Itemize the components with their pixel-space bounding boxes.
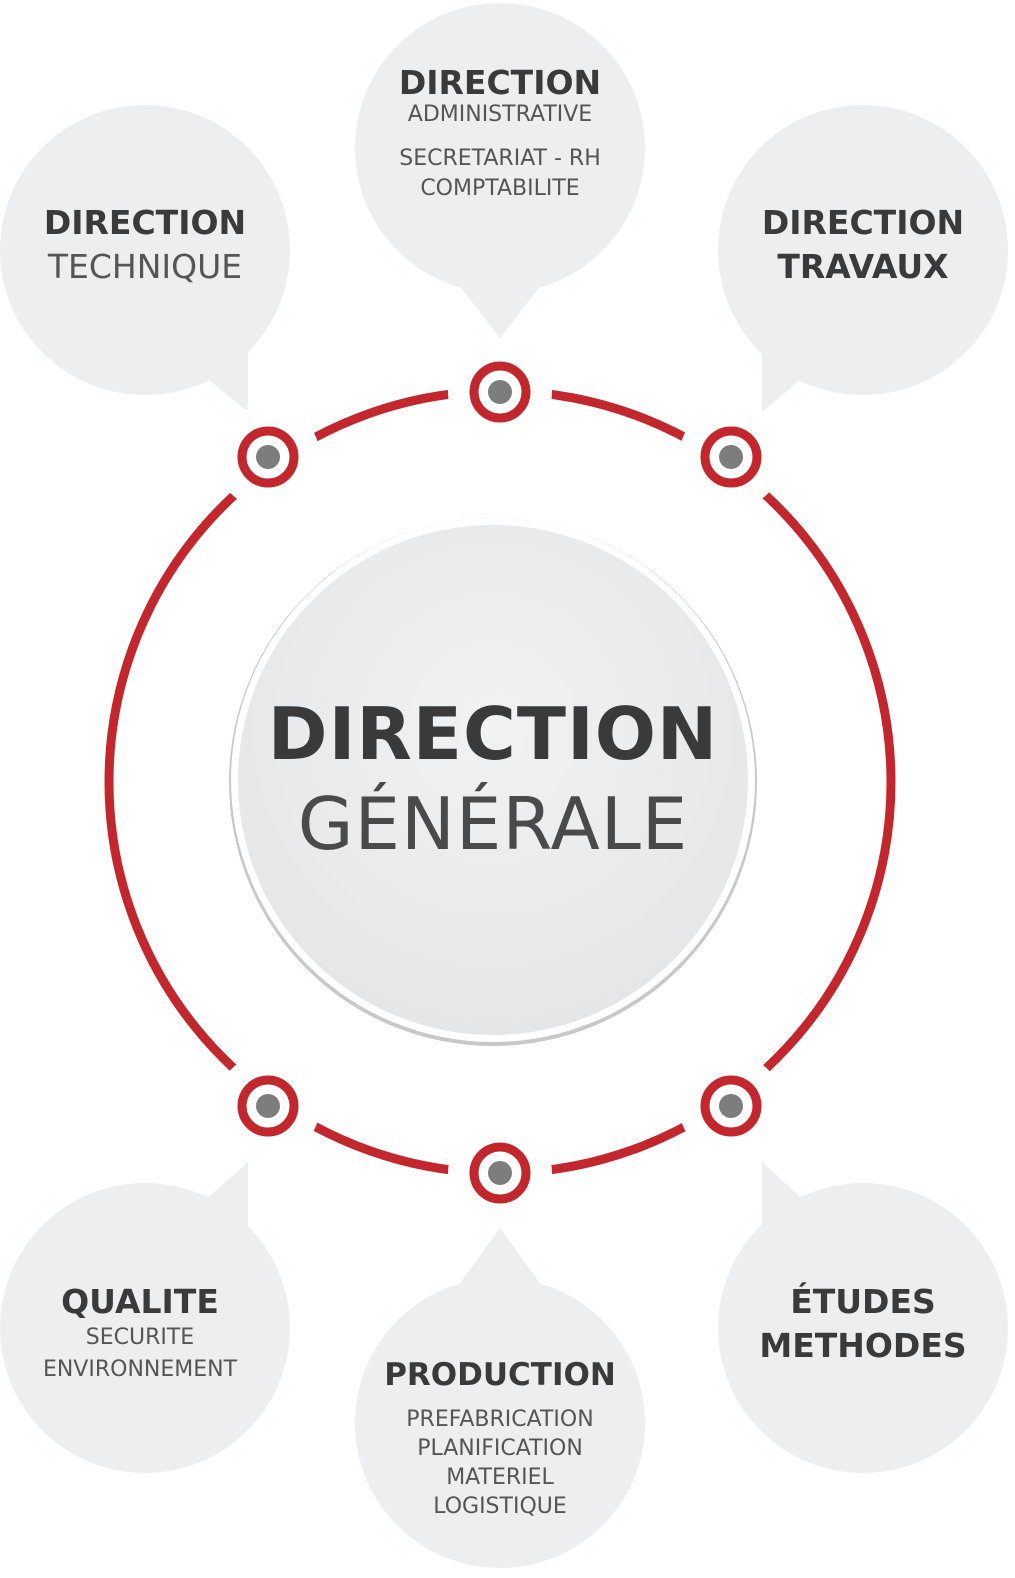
admin-text: DIRECTION ADMINISTRATIVE SECRETARIAT - R…	[399, 64, 601, 204]
ring-node-bottom-left	[237, 1075, 299, 1137]
admin-detail-1: SECRETARIAT - RH	[399, 146, 601, 171]
travaux-text: DIRECTION TRAVAUX	[762, 201, 964, 289]
ring-node-top-right	[700, 426, 762, 488]
bubble-qualite	[0, 1162, 290, 1473]
center-circle	[229, 518, 757, 1046]
production-detail-3: MATERIEL	[446, 1465, 554, 1490]
ring-node-bottom-right	[700, 1075, 762, 1137]
bubble-technique	[0, 105, 290, 412]
bubble-administrative	[355, 3, 645, 338]
admin-title: DIRECTION	[398, 63, 602, 102]
travaux-title-2: TRAVAUX	[777, 247, 949, 286]
center-subtitle: GÉNÉRALE	[297, 782, 689, 866]
admin-subtitle: ADMINISTRATIVE	[407, 102, 593, 127]
ring-node-top	[469, 361, 531, 423]
etudes-title: ÉTUDES	[790, 1282, 936, 1321]
technique-text: DIRECTION TECHNIQUE	[44, 201, 246, 289]
production-detail-2: PLANIFICATION	[417, 1436, 583, 1461]
technique-title: DIRECTION	[43, 203, 247, 242]
ring-node-bottom	[469, 1142, 531, 1204]
center-title: DIRECTION	[267, 692, 719, 776]
technique-subtitle: TECHNIQUE	[47, 247, 243, 286]
production-title: PRODUCTION	[384, 1357, 616, 1393]
ring-node-top-left	[237, 426, 299, 488]
bubble-production	[355, 1228, 645, 1568]
admin-detail-2: COMPTABILITE	[420, 176, 580, 201]
production-text: PRODUCTION PREFABRICATION PLANIFICATION …	[384, 1355, 616, 1521]
bubble-travaux	[718, 105, 1008, 412]
bubble-etudes	[718, 1162, 1008, 1473]
etudes-text: ÉTUDES METHODES	[759, 1280, 966, 1368]
travaux-title: DIRECTION	[761, 203, 965, 242]
production-detail-4: LOGISTIQUE	[433, 1494, 567, 1519]
qualite-text: QUALITE SECURITE ENVIRONNEMENT	[43, 1282, 237, 1386]
production-detail-1: PREFABRICATION	[406, 1407, 594, 1432]
etudes-title-2: METHODES	[759, 1326, 967, 1365]
qualite-detail-1: SECURITE	[85, 1325, 195, 1350]
qualite-detail-2: ENVIRONNEMENT	[42, 1357, 238, 1382]
qualite-title: QUALITE	[61, 1282, 219, 1321]
